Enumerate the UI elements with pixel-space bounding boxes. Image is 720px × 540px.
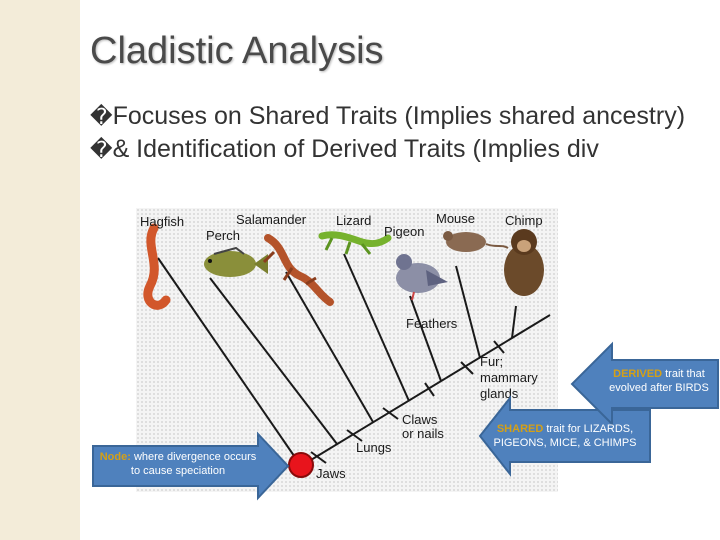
salamander-branch [285, 271, 374, 423]
bullet-text: & Identification of Derived Traits (Impl… [112, 135, 599, 163]
mouse-branch [455, 265, 481, 359]
main-axis-line [300, 314, 551, 467]
lizard-branch [343, 253, 410, 402]
bullet-list: �Focuses on Shared Traits (Implies share… [90, 100, 710, 166]
hagfish-icon [143, 223, 171, 310]
bullet-text: Focuses on Shared Traits (Implies shared… [112, 102, 686, 130]
trait-ticks [310, 340, 505, 464]
derived-callout: DERIVED trait that evolved after BIRDS [602, 367, 716, 395]
cladogram-lines [157, 253, 551, 467]
trait-label-claws: Claws [402, 412, 438, 427]
trait-label-fur: Fur; [480, 354, 503, 369]
trait-label-fur: mammary [480, 370, 538, 385]
trait-label-claws: or nails [402, 426, 444, 441]
side-stripe [0, 0, 80, 540]
salamander-icon [262, 234, 334, 306]
chimp-branch [511, 305, 517, 339]
taxon-label: Perch [206, 228, 240, 243]
square-bullet-icon: � [90, 104, 113, 129]
bullet-item: �& Identification of Derived Traits (Imp… [90, 133, 710, 166]
square-bullet-icon: � [90, 137, 113, 162]
shared-callout-text: trait for LIZARDS, PIGEONS, MICE, & CHIM… [493, 423, 637, 449]
trait-label-feathers: Feathers [406, 316, 458, 331]
taxon-label: Mouse [436, 211, 475, 226]
derived-callout-keyword: DERIVED [613, 368, 663, 380]
chimp-icon [504, 229, 544, 296]
perch-branch [209, 277, 338, 445]
trait-label-jaws: Jaws [316, 466, 346, 481]
trait-labels: Jaws Lungs Claws or nails Feathers Fur; … [316, 316, 538, 481]
taxon-label: Pigeon [384, 224, 424, 239]
taxa-labels: Hagfish Perch Salamander Lizard Pigeon M… [140, 211, 543, 243]
perch-icon [204, 246, 268, 277]
node-callout: Node: where divergence occurs to cause s… [94, 450, 262, 478]
pigeon-icon [396, 254, 448, 301]
mouse-icon [443, 231, 509, 252]
taxon-label: Lizard [336, 213, 371, 228]
cladogram-image: Hagfish Perch Salamander Lizard Pigeon M… [136, 208, 558, 492]
node-callout-keyword: Node: [99, 451, 131, 463]
taxon-label: Hagfish [140, 214, 184, 229]
taxon-label: Salamander [236, 212, 307, 227]
trait-label-lungs: Lungs [356, 440, 392, 455]
shared-callout: SHARED trait for LIZARDS, PIGEONS, MICE,… [482, 422, 648, 450]
hagfish-branch [157, 257, 302, 467]
taxon-label: Chimp [505, 213, 543, 228]
lizard-icon [318, 231, 392, 255]
bullet-item: �Focuses on Shared Traits (Implies share… [90, 100, 710, 133]
slide-title: Cladistic Analysis [90, 30, 384, 72]
cladogram-diagram: Hagfish Perch Salamander Lizard Pigeon M… [140, 211, 551, 481]
derived-callout-text: trait that evolved after BIRDS [609, 368, 709, 394]
trait-label-fur: glands [480, 386, 519, 401]
shared-callout-keyword: SHARED [496, 423, 544, 435]
node-callout-text: where divergence occurs to cause speciat… [130, 451, 257, 477]
pigeon-branch [409, 295, 442, 382]
